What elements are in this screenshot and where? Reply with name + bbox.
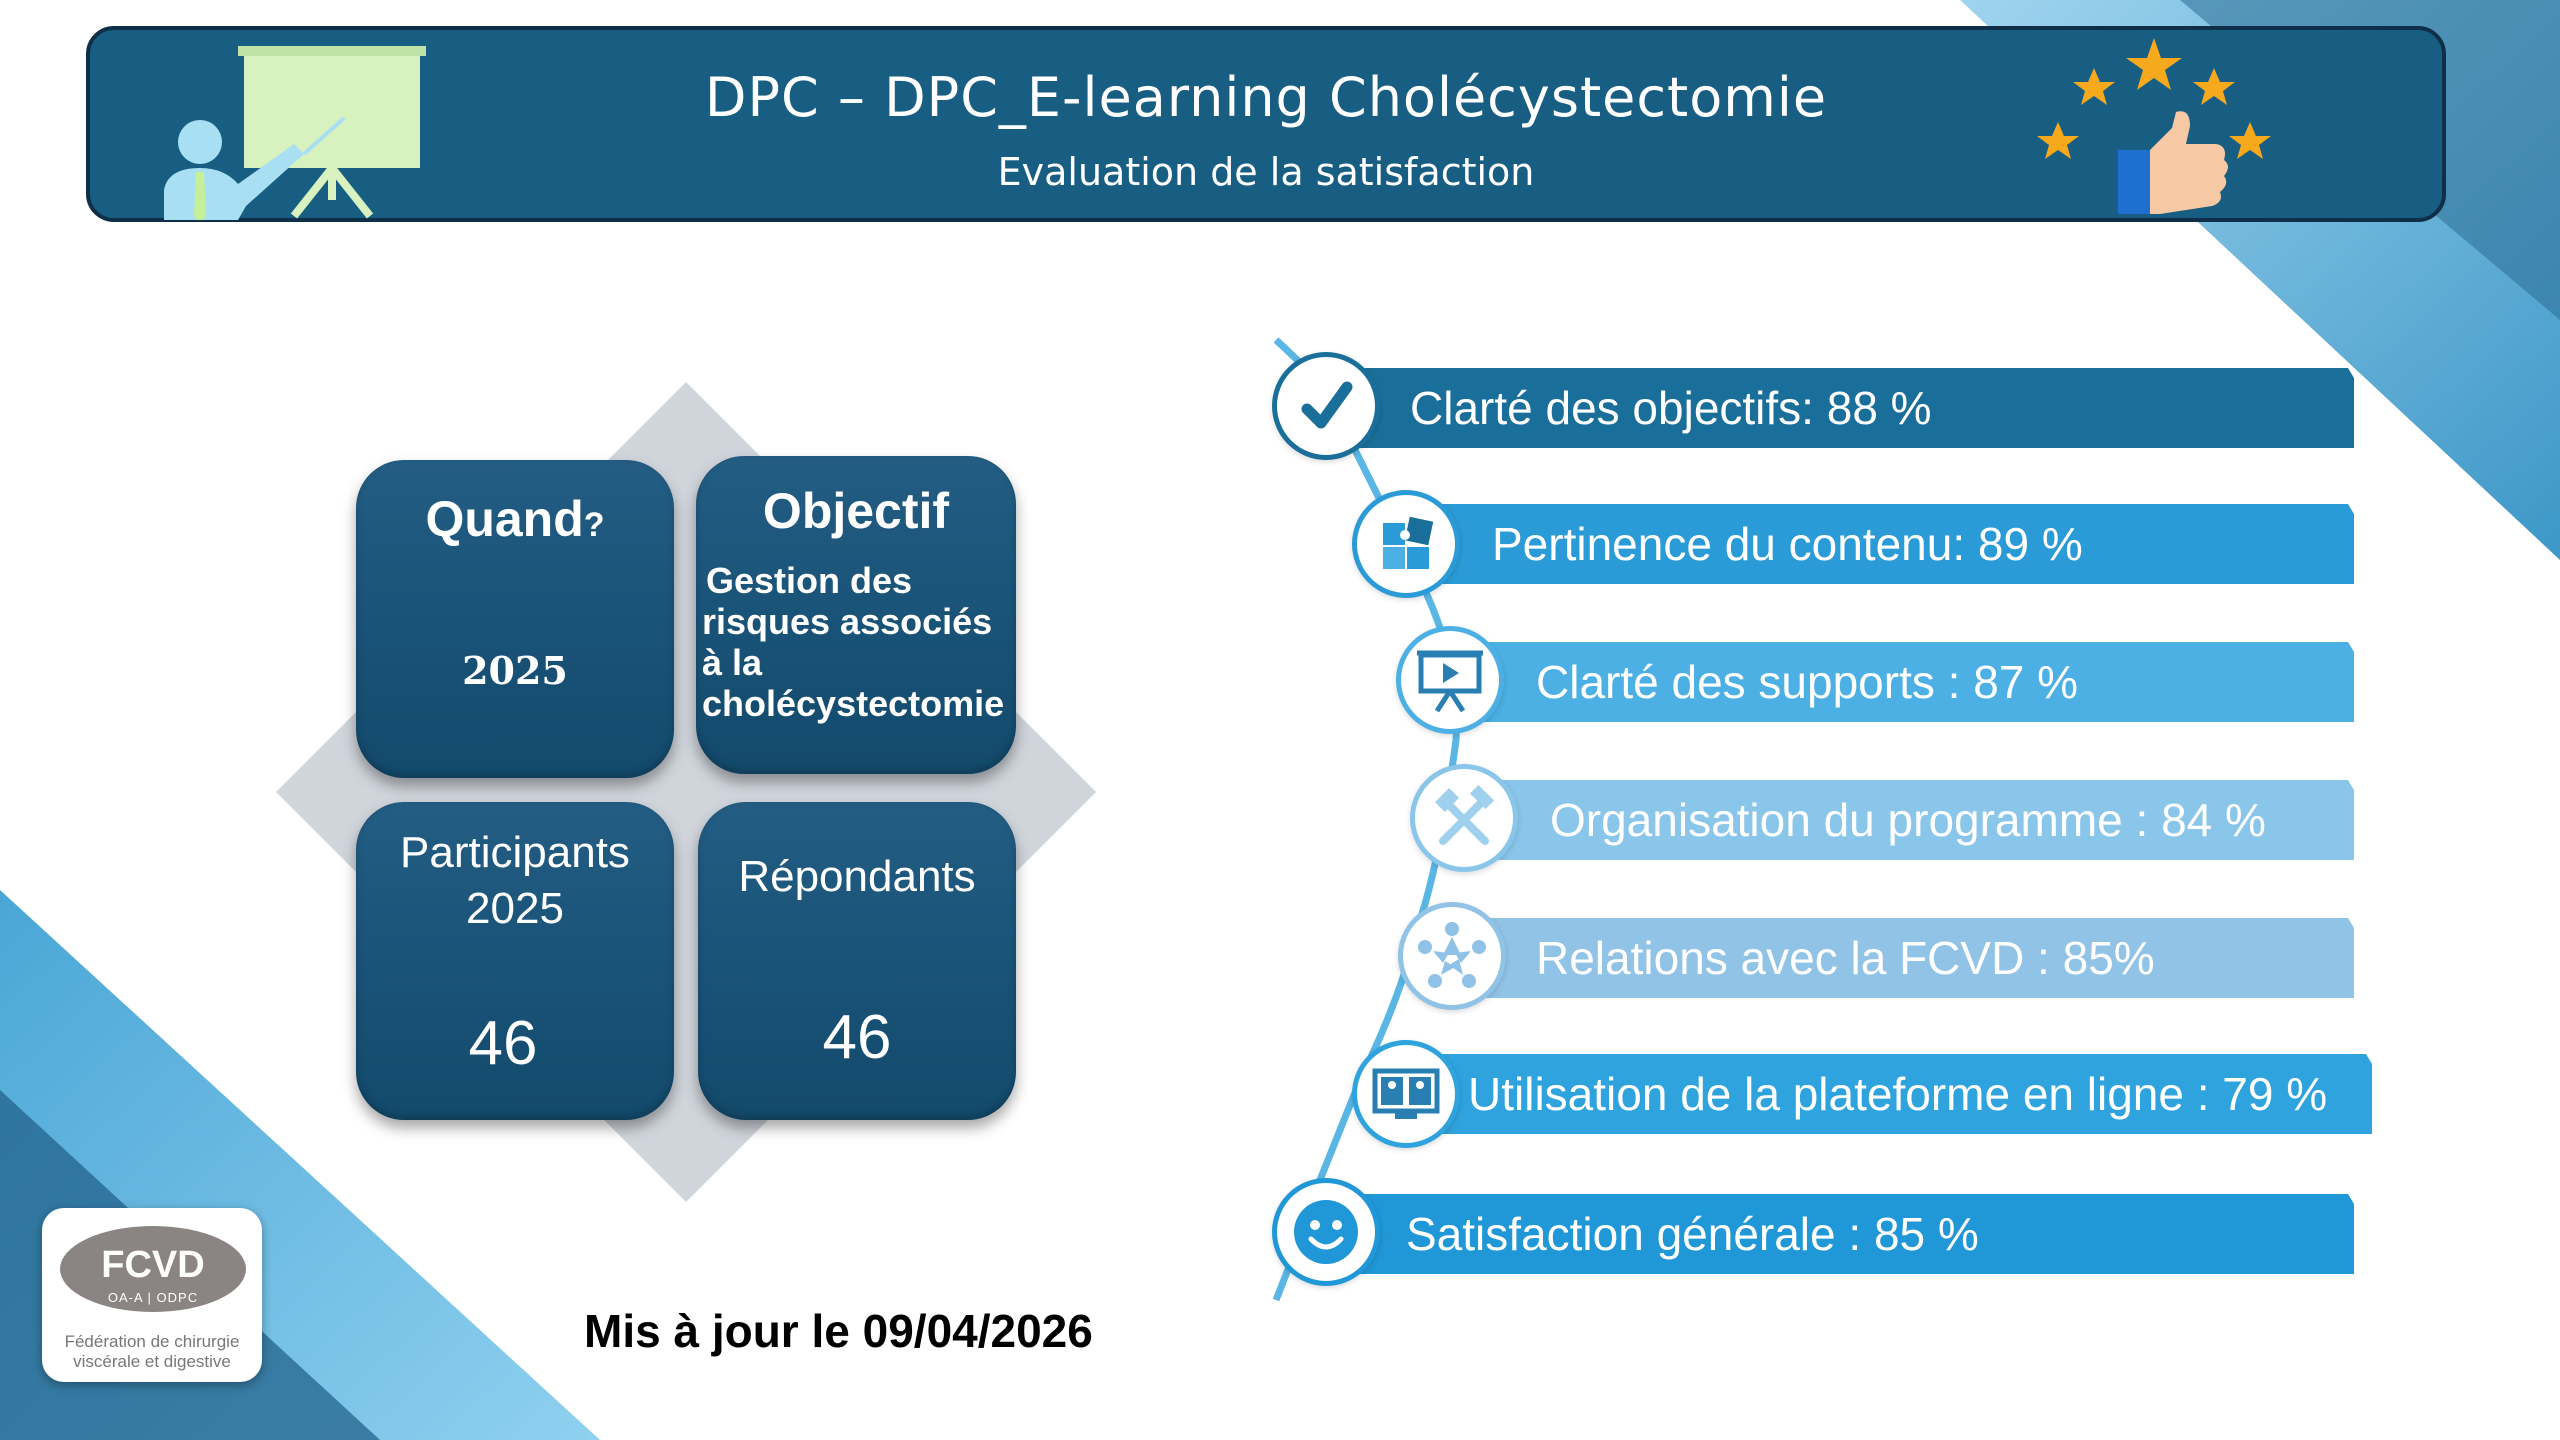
objective-line: à la xyxy=(702,642,763,683)
tile-when-qmark: ? xyxy=(583,506,605,544)
tile-respondents-count: 46 xyxy=(822,1003,892,1072)
criterion-bar: Clarté des objectifs: 88 % xyxy=(1342,368,2354,448)
tile-participants: Participants 2025 46 xyxy=(356,802,674,1120)
tile-objective-label: Objectif xyxy=(762,483,950,539)
criterion-bar: Pertinence du contenu: 89 % xyxy=(1420,504,2354,584)
tile-participants-count: 46 xyxy=(468,1009,538,1078)
last-updated-text: Mis à jour le 09/04/2026 xyxy=(584,1305,1093,1357)
objective-line: Gestion des xyxy=(706,560,913,601)
tile-objective: Objectif Gestion des risques associés à … xyxy=(696,456,1016,774)
tile-participants-label: Participants xyxy=(400,828,630,877)
objective-line: risques associés xyxy=(702,601,993,642)
tile-when-year: 2025 xyxy=(462,648,568,693)
tile-objective-text: Gestion des risques associés à la choléc… xyxy=(702,560,1016,724)
online-platform-icon xyxy=(1352,1040,1460,1148)
tile-when-label: Quand xyxy=(425,491,584,547)
presenter-board-icon xyxy=(164,46,426,220)
criterion-bar: Utilisation de la plateforme en ligne : … xyxy=(1420,1054,2372,1134)
logo-oval: FCVD OA-A | ODPC xyxy=(60,1226,246,1312)
smiley-icon xyxy=(1272,1178,1380,1286)
objective-line: cholécystectomie xyxy=(702,683,1005,724)
logo-line: Fédération de chirurgie xyxy=(64,1332,240,1351)
logo-line: viscérale et digestive xyxy=(73,1352,231,1371)
logo-sub: OA-A | ODPC xyxy=(107,1290,199,1305)
page-subtitle: Evaluation de la satisfaction xyxy=(997,150,1535,194)
fcvd-logo: FCVD OA-A | ODPC Fédération de chirurgie… xyxy=(42,1208,262,1382)
tile-participants-year: 2025 xyxy=(466,884,564,933)
tools-icon xyxy=(1410,764,1518,872)
network-people-icon xyxy=(1398,902,1506,1010)
criterion-bar: Organisation du programme : 84 % xyxy=(1480,780,2354,860)
header-banner: DPC – DPC_E-learning Cholécystectomie Ev… xyxy=(86,26,2446,222)
criterion-bar: Satisfaction générale : 85 % xyxy=(1342,1194,2354,1274)
tile-respondents: Répondants 46 xyxy=(698,802,1016,1120)
criterion-bar: Relations avec la FCVD : 85% xyxy=(1468,918,2354,998)
tile-when: Quand? 2025 xyxy=(356,460,674,778)
puzzle-icon xyxy=(1352,490,1460,598)
criterion-bar: Clarté des supports : 87 % xyxy=(1466,642,2354,722)
logo-name: FCVD xyxy=(101,1244,205,1286)
checkmark-icon xyxy=(1272,352,1380,460)
presentation-screen-icon xyxy=(1396,626,1504,734)
page-title: DPC – DPC_E-learning Cholécystectomie xyxy=(704,66,1828,129)
tile-respondents-label: Répondants xyxy=(738,852,976,901)
thumbs-up-stars-icon xyxy=(2037,38,2271,214)
